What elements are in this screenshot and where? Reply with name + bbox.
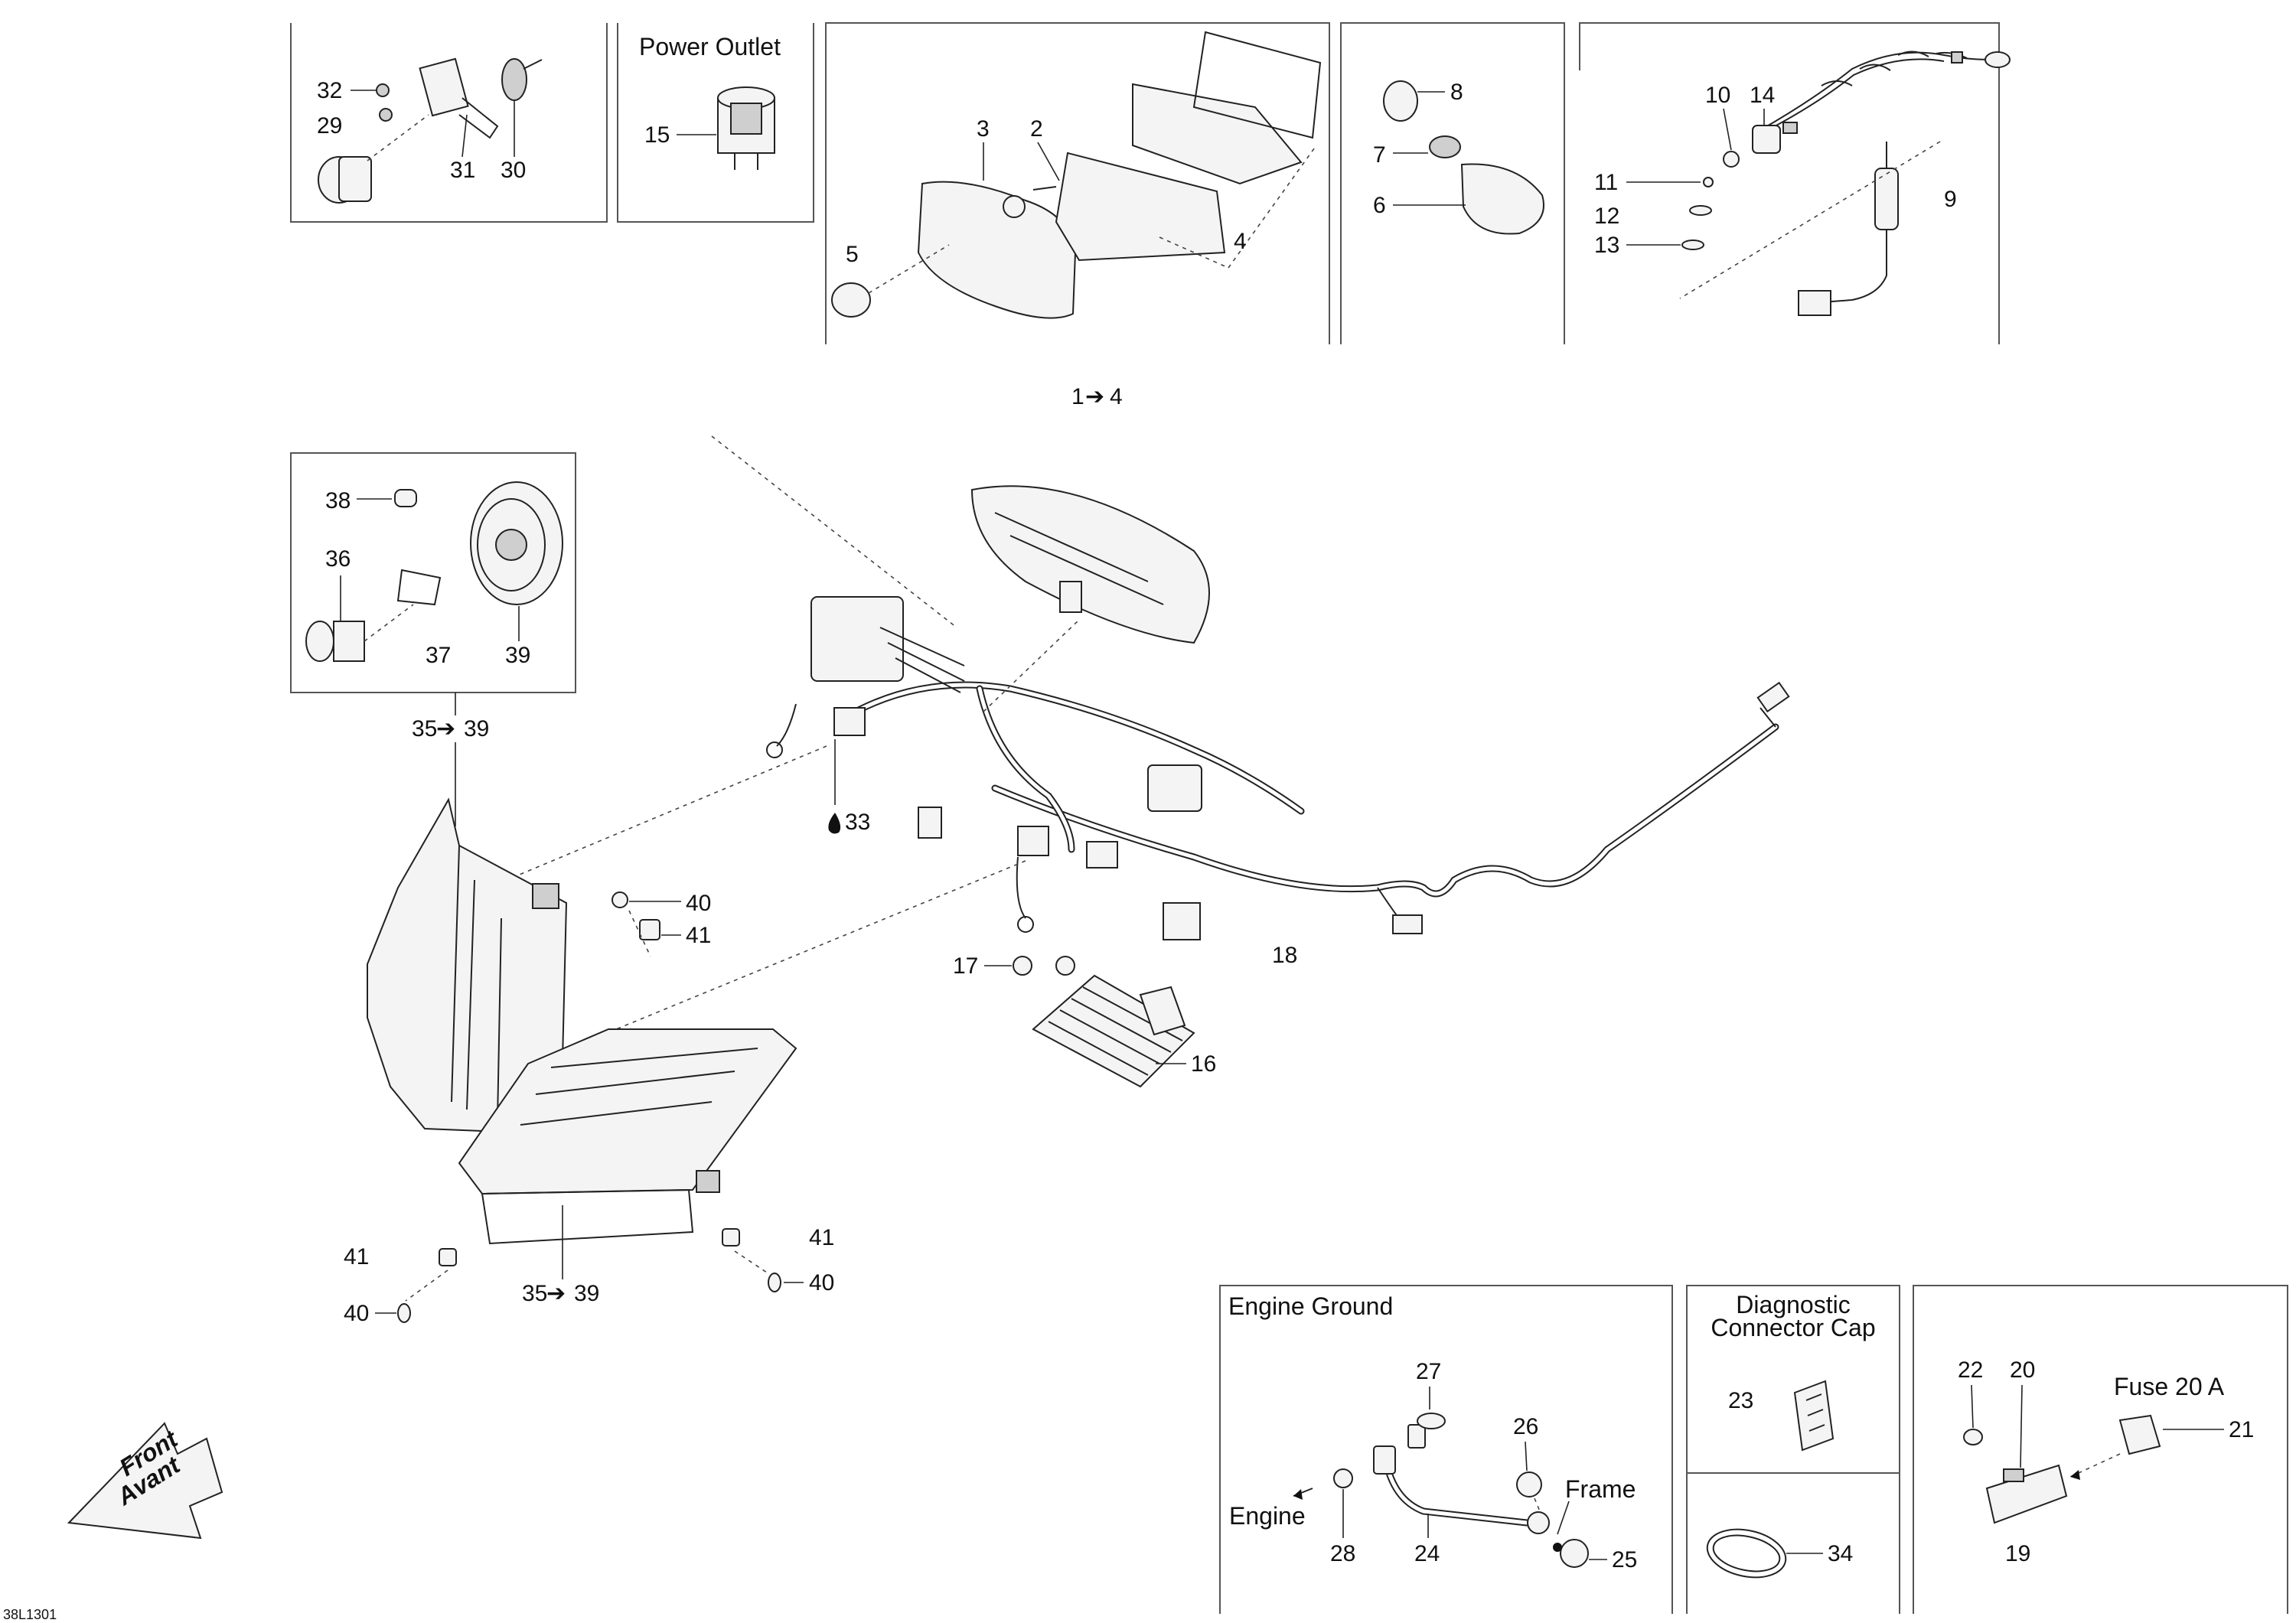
callout-36: 36 [325,546,351,572]
range-arrow-icon: ➔ [546,1281,566,1306]
callout-13: 13 [1594,233,1619,258]
callout-11: 11 [1594,170,1618,195]
callout-24: 24 [1414,1541,1440,1566]
callout-34: 34 [1828,1541,1853,1566]
power-outlet-title: Power Outlet [639,33,781,60]
callout-9: 9 [1944,187,1957,212]
callout-1: 1 [1071,384,1084,409]
headlight-housing-left [367,797,568,1134]
callout-3: 3 [977,116,990,142]
range-arrow-icon: ➔ [1085,384,1104,409]
voltage-regulator: 17 16 [953,953,1216,1088]
panel-headlight-bulb [290,452,576,693]
frame-label: Frame [1565,1475,1636,1503]
panel-gauge [825,22,2000,344]
gauge-assembly [831,31,1322,319]
callout-41: 41 [809,1225,834,1250]
callout-20: 20 [2010,1357,2035,1383]
callout-33: 33 [845,810,870,835]
callout-12: 12 [1594,204,1619,229]
callout-16: 16 [1191,1051,1216,1077]
diagnostic-title-line1: Diagnostic [1736,1291,1850,1318]
callouts-9-14: 10 14 9 11 12 13 [1594,83,1957,258]
callout-28: 28 [1330,1541,1355,1566]
fuse-label: Fuse 20 A [2114,1373,2225,1400]
callout-4: 4 [1110,384,1123,409]
callouts-1-5: 3 2 5 4 1 ➔ 4 [846,116,1247,409]
callout-26: 26 [1513,1414,1538,1439]
bulb-socket-parts [318,57,543,204]
callout-32: 32 [317,78,342,103]
sensor-parts [1679,51,2011,316]
callout-39: 39 [505,643,530,668]
callout-8: 8 [1450,80,1463,105]
callout-29: 29 [317,113,342,139]
knob-parts: 8 7 6 [1373,80,1544,235]
main-wiring-harness: 18 [497,435,1790,1057]
callout-39: 39 [574,1281,599,1306]
headlight-housing-right [458,1028,797,1245]
panel-diagnostic-cap: Diagnostic Connector Cap [1686,1285,1900,1614]
callout-35: 35 [412,716,437,741]
front-direction-arrow: Front Avant [67,1422,223,1540]
callout-2: 2 [1030,116,1043,142]
callout-22: 22 [1958,1357,1983,1383]
callouts-19-22: 22 20 Fuse 20 A 21 19 [1958,1357,2254,1566]
callout-19: 19 [2005,1541,2030,1566]
callout-41: 41 [344,1244,369,1269]
callout-15: 15 [644,122,670,148]
callout-10: 10 [1705,83,1730,108]
panel-fuse [1913,1285,2288,1614]
callouts-29-32: 32 29 31 30 [317,78,526,183]
callout-40: 40 [344,1301,369,1326]
callout-25: 25 [1612,1547,1637,1572]
callout-31: 31 [450,158,475,183]
callout-37: 37 [426,643,451,668]
range-arrow-icon: ➔ [436,716,455,741]
callout-18: 18 [1272,943,1297,968]
engine-ground-parts [1293,1413,1589,1568]
engine-ground-title: Engine Ground [1228,1292,1393,1320]
callout-33: 33 [828,739,870,835]
callout-7: 7 [1373,142,1386,168]
diagnostic-cap-parts: 23 34 [1706,1380,1853,1579]
callout-6: 6 [1373,193,1386,218]
callout-30: 30 [501,158,526,183]
callout-21: 21 [2229,1417,2254,1442]
panel-power-outlet: Power Outlet [617,23,814,223]
drawing-code: 38L1301 [3,1607,57,1622]
callouts-35-39: 38 36 37 39 35 ➔ 39 [325,488,530,826]
callout-5: 5 [846,242,859,267]
callouts-24-28: 27 26 Frame Engine 28 24 25 [1229,1359,1637,1572]
power-outlet-part: 15 [644,86,775,170]
callouts-35-41: 40 41 41 40 41 40 35 ➔ 39 [344,891,834,1326]
callout-4: 4 [1234,229,1247,254]
callout-40: 40 [809,1270,834,1295]
callout-40: 40 [686,891,711,916]
engine-label: Engine [1229,1502,1306,1530]
callout-41: 41 [686,923,711,948]
callout-23: 23 [1728,1388,1753,1413]
callout-39: 39 [464,716,489,741]
callout-14: 14 [1750,83,1775,108]
callout-38: 38 [325,488,351,513]
callout-17: 17 [953,953,978,979]
diagnostic-title-line2: Connector Cap [1711,1314,1875,1341]
fasteners-40-41 [397,891,781,1323]
callout-27: 27 [1416,1359,1441,1384]
fuse-parts [1963,1414,2161,1524]
callout-35: 35 [522,1281,547,1306]
headlight-bulb-parts [305,481,563,662]
panel-engine-ground: Engine Ground [1219,1285,1673,1614]
panel-bulb-socket [290,23,608,223]
